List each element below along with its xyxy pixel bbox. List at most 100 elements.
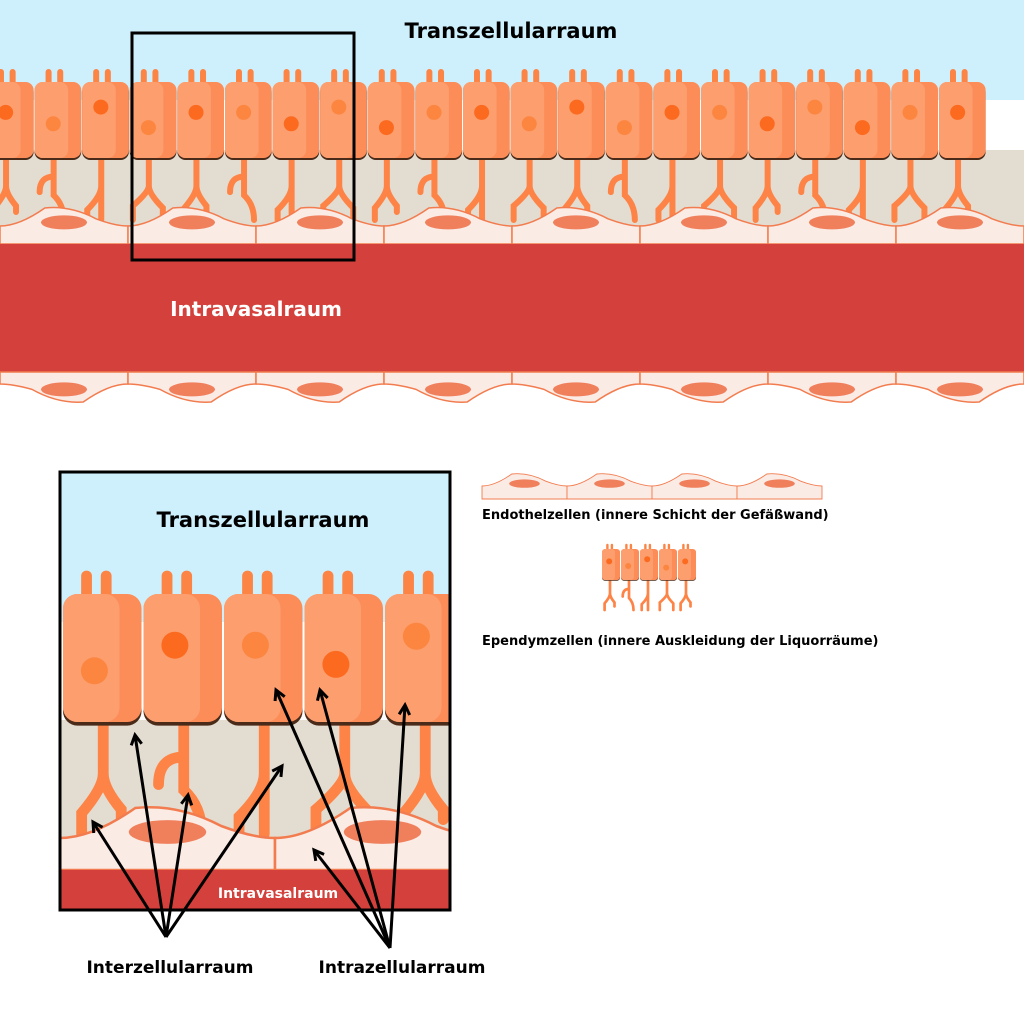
cilium — [664, 69, 671, 85]
detail-blood-vessel-lumen — [60, 870, 450, 910]
ependymal-process — [621, 578, 635, 612]
arrow-head — [180, 791, 194, 806]
cell-body-light — [129, 82, 164, 158]
cilium — [533, 69, 540, 85]
endothelial-nucleus — [40, 382, 88, 397]
cell-body-light — [320, 82, 354, 158]
cilium — [949, 69, 956, 85]
intrazellularraum-label: Intrazellularraum — [319, 958, 486, 978]
cilium — [606, 543, 609, 551]
cilium — [161, 570, 173, 600]
detail-ependymal-cell-row — [63, 570, 450, 726]
cilium — [188, 69, 195, 85]
ependymal-process — [752, 155, 781, 223]
ependymal-cell — [177, 69, 224, 160]
cilium — [866, 69, 873, 85]
cell-nucleus — [606, 558, 613, 565]
cell-body-light — [640, 549, 653, 580]
endothelial-nucleus — [936, 382, 984, 397]
process-branch — [84, 155, 105, 223]
blood-vessel-lumen — [0, 244, 1024, 372]
ependymal-cell — [748, 69, 796, 160]
cilium — [854, 69, 861, 85]
detail-intravascular-label: Intravasalraum — [218, 886, 338, 902]
cilium — [723, 69, 730, 85]
detail-frame — [58, 470, 452, 912]
endothelial-cell — [383, 206, 513, 245]
process-branch — [658, 578, 675, 612]
ependymal-process — [658, 578, 675, 612]
cilium — [426, 69, 433, 85]
endothelial-cell — [895, 371, 1024, 403]
cell-body-light — [82, 82, 116, 158]
process-branch — [655, 155, 676, 223]
legend: Endothelzellen (innere Schicht der Gefäß… — [481, 473, 878, 649]
cell-nucleus — [474, 104, 490, 120]
cilium — [104, 69, 111, 85]
cell-nucleus — [283, 116, 299, 132]
endothelial-cell — [127, 206, 257, 245]
endothelial-nucleus — [424, 382, 472, 397]
ependymal-process — [607, 155, 638, 223]
ependymal-process — [227, 155, 258, 223]
interzellular-arrow — [164, 765, 284, 938]
ependymal-cell — [0, 69, 34, 160]
ependymal-cell — [891, 69, 938, 160]
ependymal-cell — [510, 69, 558, 160]
endothelial-cell — [511, 371, 641, 403]
process-branch — [679, 578, 692, 612]
cilium — [322, 570, 334, 600]
process-branch — [607, 155, 638, 223]
cilium — [667, 543, 671, 551]
cell-nucleus — [682, 558, 689, 565]
cell-nucleus — [807, 99, 823, 115]
endothelial-cell — [895, 206, 1024, 245]
arrow-head — [273, 687, 286, 702]
cilium — [9, 69, 16, 85]
endothelial-nucleus — [424, 215, 472, 230]
detail-transcellular-label: Transzellularraum — [157, 508, 370, 532]
cell-body-light — [385, 594, 442, 722]
cell-body-light — [177, 82, 211, 158]
endothelial-cell — [255, 371, 385, 403]
endothelial-nucleus — [680, 215, 728, 230]
endothelial-cell — [383, 371, 513, 403]
detail-ependymal-processes — [76, 718, 449, 840]
process-branch — [752, 155, 781, 223]
ependymal-cell — [225, 69, 272, 160]
cilium — [629, 543, 633, 551]
cell-nucleus — [331, 99, 347, 115]
cilium — [759, 69, 766, 85]
ependymal-process — [465, 155, 486, 223]
cilium — [711, 69, 718, 85]
endothelial-cell — [736, 473, 823, 500]
cilium — [295, 69, 302, 85]
cilium — [235, 69, 242, 85]
ependymal-cell — [558, 69, 605, 160]
cell-nucleus — [241, 631, 269, 659]
cell-nucleus — [759, 116, 775, 132]
process-branch — [640, 578, 650, 612]
cilium — [342, 570, 354, 600]
endothelial-nucleus — [552, 382, 600, 397]
endothelial-cell — [0, 206, 129, 245]
cilium — [616, 69, 623, 85]
endothelial-cell — [511, 206, 641, 245]
interzellularraum-label: Interzellularraum — [86, 958, 253, 978]
ependymal-cell — [605, 69, 653, 160]
arrow-head — [397, 701, 412, 716]
cilium — [438, 69, 445, 85]
endothelial-cell — [255, 206, 385, 245]
cilium — [914, 69, 921, 85]
ependymal-process — [0, 155, 20, 215]
ependymal-cell — [796, 69, 843, 160]
ependymal-cell — [34, 69, 82, 160]
ependymal-cell — [143, 570, 222, 726]
cell-nucleus — [569, 99, 585, 115]
interzellular-arrow — [164, 794, 190, 938]
overview-panel: Transzellularraum Intravasalraum — [0, 0, 1024, 403]
cilium — [242, 570, 253, 600]
cilium — [378, 69, 385, 85]
cilium — [807, 69, 814, 85]
